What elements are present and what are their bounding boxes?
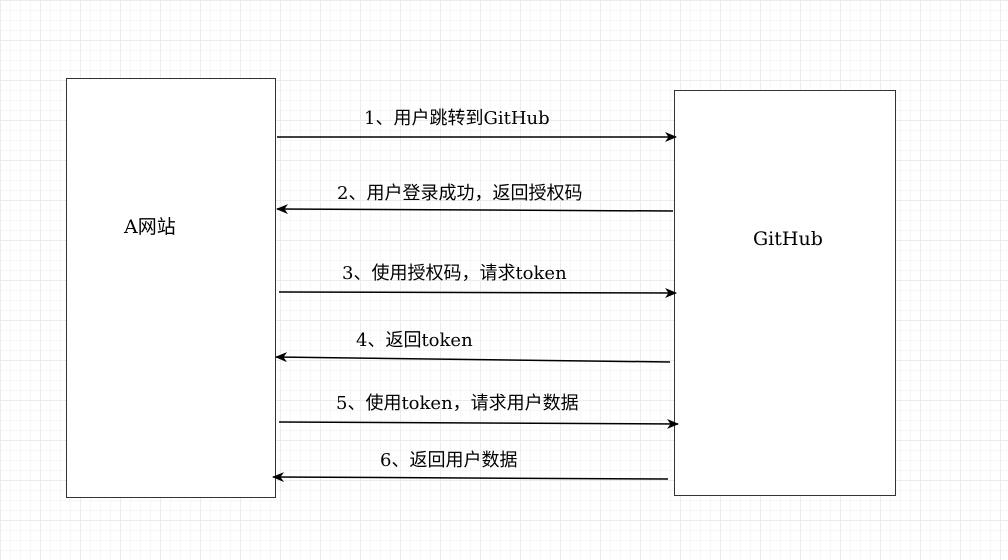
message-label-3: 3、使用授权码，请求token	[342, 263, 567, 284]
arrow-3-request-token	[278, 287, 677, 298]
message-label-2: 2、用户登录成功，返回授权码	[337, 183, 583, 204]
participant-label-a-website: A网站	[124, 216, 176, 238]
message-label-5: 5、使用token，请求用户数据	[336, 393, 579, 414]
participant-box-a-website	[66, 78, 276, 498]
participant-label-github: GitHub	[753, 228, 823, 250]
arrow-2-return-auth-code	[276, 204, 674, 215]
message-label-1: 1、用户跳转到GitHub	[364, 108, 550, 129]
participant-box-github	[674, 90, 896, 496]
arrow-5-request-user-data	[278, 418, 679, 429]
arrow-6-return-user-data	[272, 472, 669, 483]
message-label-6: 6、返回用户数据	[380, 450, 518, 471]
message-label-4: 4、返回token	[356, 330, 473, 351]
arrow-4-return-token	[275, 352, 671, 363]
